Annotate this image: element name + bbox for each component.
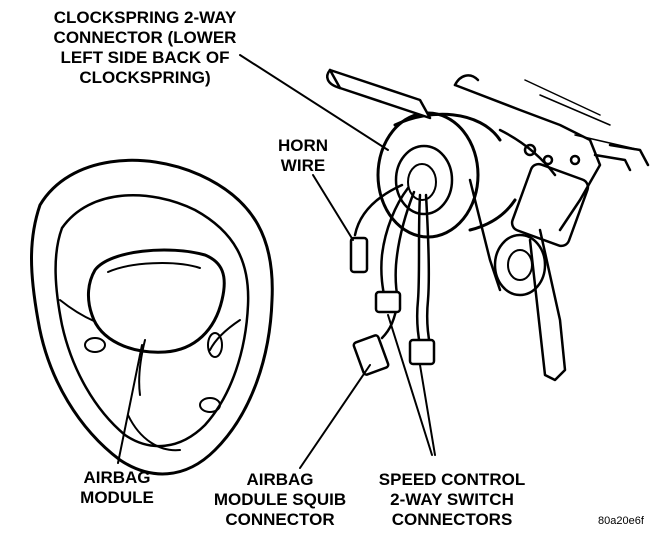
clockspring-connector-label: CLOCKSPRING 2-WAY CONNECTOR (LOWER LEFT … bbox=[30, 8, 260, 88]
label-line: AIRBAG bbox=[246, 470, 314, 489]
label-line: MODULE SQUIB bbox=[213, 490, 347, 509]
label-line: LEFT SIDE BACK OF bbox=[60, 48, 230, 67]
airbag-squib-connector bbox=[352, 334, 390, 376]
steering-column bbox=[326, 68, 650, 382]
speed-control-connectors-label: SPEED CONTROL 2-WAY SWITCH CONNECTORS bbox=[362, 470, 542, 530]
airbag-module-cover bbox=[84, 248, 226, 413]
label-line: CLOCKSPRING 2-WAY bbox=[53, 8, 237, 27]
airbag-squib-connector-label: AIRBAG MODULE SQUIB CONNECTOR bbox=[205, 470, 355, 530]
label-line: CONNECTORS bbox=[391, 510, 513, 529]
label-line: HORN bbox=[277, 136, 329, 155]
speed-control-connector-upper bbox=[374, 290, 402, 314]
label-line: CONNECTOR (LOWER bbox=[53, 28, 237, 47]
label-line: WIRE bbox=[280, 156, 326, 175]
label-line: SPEED CONTROL bbox=[378, 470, 526, 489]
label-line: MODULE bbox=[80, 488, 154, 507]
horn-wire-connector bbox=[349, 236, 369, 274]
label-line: CONNECTOR bbox=[225, 510, 335, 529]
label-line: AIRBAG bbox=[83, 468, 151, 487]
leader-lines bbox=[117, 54, 436, 469]
label-line: 2-WAY SWITCH bbox=[390, 490, 514, 509]
speed-control-connector-lower bbox=[408, 338, 436, 366]
airbag-module-label: AIRBAG MODULE bbox=[62, 468, 172, 508]
clockspring bbox=[376, 111, 517, 239]
label-line: CLOCKSPRING) bbox=[79, 68, 211, 87]
figure-code: 80a20e6f bbox=[598, 515, 644, 527]
horn-wire-label: HORN WIRE bbox=[268, 136, 338, 176]
